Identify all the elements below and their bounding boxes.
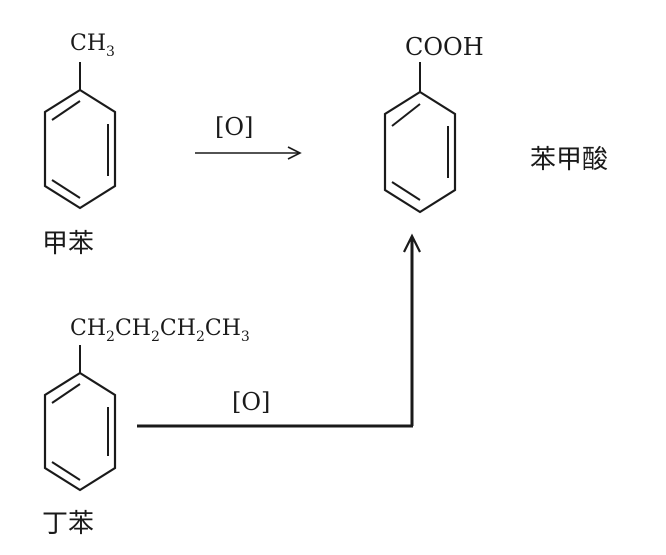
- vertical-arrow-head: [403, 233, 421, 253]
- butylbenzene-substituent-label: CH2CH2CH2CH3: [70, 316, 250, 345]
- top-arrow-head: [287, 146, 302, 160]
- toluene-molecule: CH3 甲苯: [42, 31, 117, 259]
- top-reaction-arrow: [O]: [195, 113, 302, 160]
- toluene-name: 甲苯: [42, 229, 94, 259]
- butylbenzene-benzene-ring: [43, 371, 117, 492]
- butylbenzene-name: 丁苯: [42, 509, 94, 539]
- benzoic-acid-benzene-ring: [383, 90, 457, 214]
- butylbenzene-molecule: CH2CH2CH2CH3 丁苯: [42, 316, 250, 539]
- benzoic-acid-substituent-label: COOH: [405, 33, 484, 61]
- bottom-reaction-arrow: [O]: [137, 388, 413, 428]
- benzoic-acid-name: 苯甲酸: [530, 145, 608, 175]
- top-arrow-reagent: [O]: [215, 113, 253, 141]
- toluene-benzene-ring: [43, 88, 117, 210]
- bottom-arrow-reagent: [O]: [232, 388, 270, 416]
- toluene-substituent-label: CH3: [70, 31, 115, 60]
- vertical-reaction-arrow: [403, 233, 421, 426]
- benzoic-acid-molecule: COOH 苯甲酸: [383, 33, 608, 214]
